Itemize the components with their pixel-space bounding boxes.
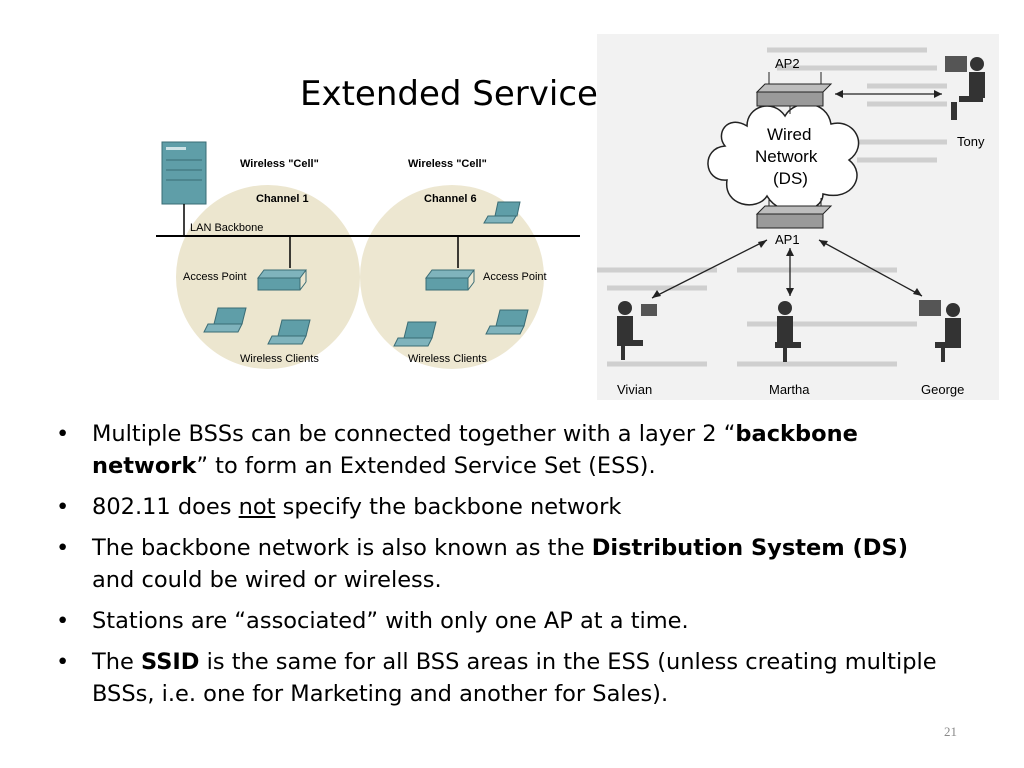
laptop-icon — [267, 319, 311, 345]
vivian-label: Vivian — [617, 382, 652, 397]
ap1-label: AP1 — [775, 232, 800, 247]
server-icon — [161, 141, 207, 236]
scanned-background-texture — [597, 47, 947, 367]
lan-backbone-label: LAN Backbone — [190, 222, 263, 234]
person-vivian-icon — [617, 301, 657, 360]
slide-title: Extended Service S — [300, 74, 631, 114]
ap1-device-icon — [755, 198, 833, 229]
bullet-item: •The SSID is the same for all BSS areas … — [56, 649, 937, 707]
laptop-icon — [393, 321, 437, 347]
network-line-1: Wired — [767, 125, 811, 144]
channel-6-label: Channel 6 — [424, 193, 477, 205]
bullet-item: •802.11 does not specify the backbone ne… — [56, 494, 622, 520]
cell-2-label: Wireless "Cell" — [408, 158, 487, 170]
ess-cells-diagram: LAN Backbone Wireless "Cell" Wireless "C… — [156, 141, 580, 369]
network-line-3: (DS) — [773, 169, 808, 188]
page-number: 21 — [944, 724, 957, 739]
laptop-icon — [485, 309, 529, 335]
bullet-list: •Multiple BSSs can be connected together… — [56, 418, 956, 719]
ap2-label: AP2 — [775, 56, 800, 71]
person-tony-icon — [945, 56, 985, 120]
channel-1-label: Channel 1 — [256, 193, 309, 205]
wireless-clients-2-label: Wireless Clients — [408, 353, 487, 365]
george-label: George — [921, 382, 964, 397]
access-point-2-icon — [425, 269, 475, 291]
network-line-2: Network — [755, 147, 818, 166]
wireless-clients-1-label: Wireless Clients — [240, 353, 319, 365]
person-george-icon — [919, 300, 961, 362]
access-point-1-label: Access Point — [183, 271, 247, 283]
bullet-item: •The backbone network is also known as t… — [56, 535, 908, 593]
ess-ds-diagram: Wired Network (DS) AP2 AP1 Tony — [597, 34, 999, 400]
cell-1-label: Wireless "Cell" — [240, 158, 319, 170]
access-point-2-label: Access Point — [483, 271, 547, 283]
laptop-icon — [203, 307, 247, 333]
tony-label: Tony — [957, 134, 985, 149]
person-martha-icon — [775, 301, 801, 362]
bullet-item: •Multiple BSSs can be connected together… — [56, 421, 858, 479]
martha-label: Martha — [769, 382, 810, 397]
access-point-1-icon — [257, 269, 307, 291]
laptop-icon — [483, 201, 521, 224]
bullet-item: •Stations are “associated” with only one… — [56, 608, 689, 634]
ap2-device-icon — [755, 72, 833, 107]
